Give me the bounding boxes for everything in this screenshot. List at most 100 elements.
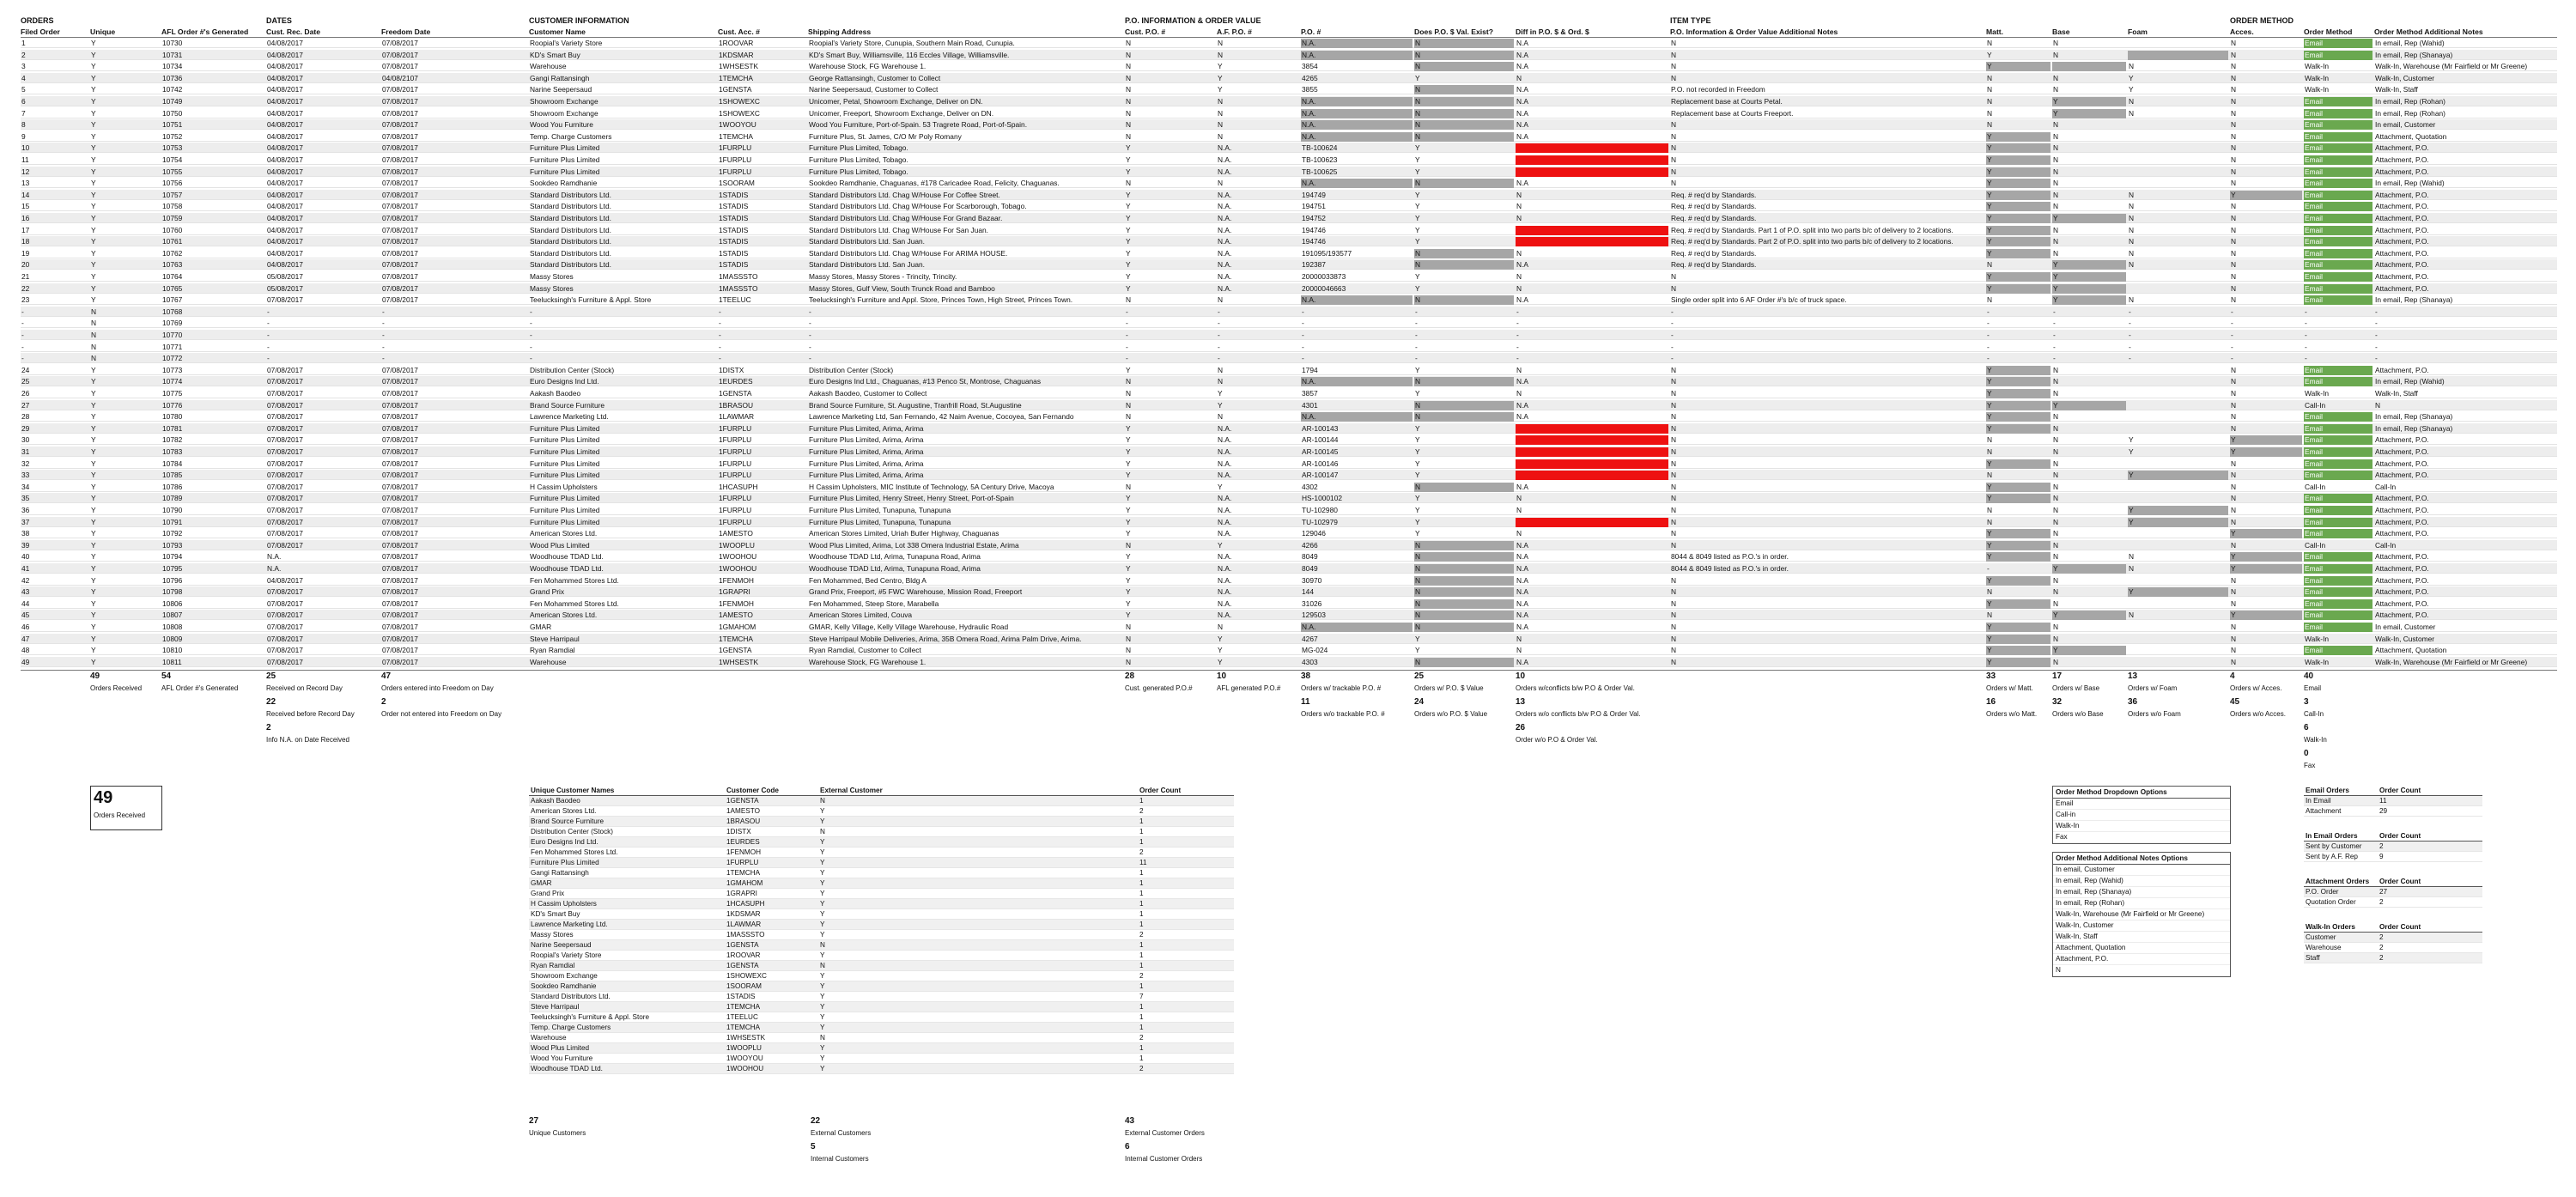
table-cell[interactable]: - xyxy=(2053,319,2056,328)
table-cell[interactable]: Standard Distributors Ltd. xyxy=(530,260,611,270)
table-cell[interactable]: 1MASSSTO xyxy=(719,283,758,293)
table-cell[interactable]: N xyxy=(2231,657,2237,666)
table-cell[interactable]: 10783 xyxy=(162,447,183,456)
table-cell[interactable]: Y xyxy=(1415,283,1420,293)
table-cell[interactable]: 11 xyxy=(2378,795,2482,806)
table-cell[interactable]: Y xyxy=(91,295,96,305)
table-cell[interactable]: Y xyxy=(818,1012,1138,1023)
table-cell[interactable]: Y xyxy=(1415,389,1420,398)
table-cell[interactable]: Y xyxy=(91,237,96,246)
table-cell[interactable]: 1 xyxy=(1138,898,1234,909)
table-cell[interactable]: Teelucksingh's Furniture & Appl. Store xyxy=(529,1012,725,1023)
table-cell[interactable]: N xyxy=(2129,552,2135,562)
table-cell[interactable]: KD's Smart Buy xyxy=(530,50,580,59)
table-cell[interactable]: Attachment, P.O. xyxy=(2375,202,2429,211)
table-cell[interactable]: N xyxy=(818,1032,1138,1043)
table-cell[interactable]: Attachment, P.O. xyxy=(2375,587,2429,597)
table-cell[interactable]: N xyxy=(1414,108,1514,118)
table-cell[interactable]: N xyxy=(1516,529,1522,538)
table-cell[interactable]: Y xyxy=(91,377,96,386)
table-cell[interactable]: 10807 xyxy=(162,611,183,620)
table-cell[interactable]: Email xyxy=(2304,412,2372,422)
table-cell[interactable]: N xyxy=(1414,598,1514,609)
table-cell[interactable]: 43 xyxy=(21,587,30,597)
table-cell[interactable]: 144 xyxy=(1302,587,1314,597)
table-cell[interactable]: N xyxy=(1414,260,1514,270)
table-cell[interactable]: 10773 xyxy=(162,365,183,374)
table-cell[interactable]: N xyxy=(2129,260,2135,270)
table-cell[interactable]: 1WOOHOU xyxy=(719,552,757,562)
table-cell[interactable]: Y xyxy=(2129,85,2134,94)
table-cell[interactable]: Y xyxy=(91,471,96,480)
table-cell[interactable]: 10796 xyxy=(162,575,183,585)
table-cell[interactable]: Y xyxy=(1986,540,2050,550)
table-cell[interactable]: N xyxy=(2231,131,2237,141)
table-cell[interactable]: 47 xyxy=(21,634,30,643)
table-cell[interactable]: Warehouse Stock, FG Warehouse 1. xyxy=(809,62,927,71)
table-cell[interactable]: Brand Source Furniture xyxy=(529,816,725,827)
table-cell[interactable]: 07/08/2017 xyxy=(382,120,418,130)
table-cell[interactable]: Fen Mohammed Stores Ltd. xyxy=(530,575,619,585)
table-cell[interactable]: Euro Designs Ind Ltd. xyxy=(529,836,725,848)
table-cell[interactable]: N xyxy=(1414,412,1514,422)
table-cell[interactable]: H Cassim Upholsters xyxy=(529,898,725,909)
table-cell[interactable]: Attachment, P.O. xyxy=(2375,143,2429,153)
table-cell[interactable]: Gangi Rattansingh xyxy=(529,867,725,878)
table-cell[interactable]: N xyxy=(818,795,1138,806)
table-cell[interactable]: Email xyxy=(2304,131,2372,142)
table-cell[interactable]: American Stores Ltd. xyxy=(530,529,598,538)
table-cell[interactable]: In email, Rep (Wahid) xyxy=(2375,377,2445,386)
table-cell[interactable]: 10792 xyxy=(162,529,183,538)
table-cell[interactable]: - xyxy=(1516,307,1519,316)
table-cell[interactable]: 14 xyxy=(21,190,30,199)
table-cell[interactable]: 04/08/2017 xyxy=(267,248,303,258)
table-cell[interactable]: Y xyxy=(2230,552,2302,562)
table-cell[interactable]: GMAR xyxy=(529,878,725,889)
column-header[interactable]: Cust. Acc. # xyxy=(718,27,760,36)
table-cell[interactable]: N xyxy=(2053,634,2059,643)
table-cell[interactable]: 17 xyxy=(21,225,30,234)
table-cell[interactable]: 27 xyxy=(21,400,30,410)
table-cell[interactable]: Y xyxy=(2128,517,2228,527)
table-cell[interactable]: Y xyxy=(2052,260,2126,270)
table-cell[interactable]: N.A xyxy=(1516,377,1528,386)
table-cell[interactable]: Y xyxy=(818,991,1138,1002)
table-cell[interactable]: 10752 xyxy=(162,131,183,141)
table-cell[interactable]: N.A. xyxy=(1218,506,1232,514)
table-cell[interactable] xyxy=(2128,623,2228,632)
table-cell[interactable]: - xyxy=(382,319,385,328)
table-cell[interactable]: 04/08/2017 xyxy=(267,73,303,82)
table-cell[interactable]: 07/08/2017 xyxy=(267,494,303,503)
table-cell[interactable]: N.A. xyxy=(1301,377,1413,387)
table-cell[interactable]: 1SOORAM xyxy=(725,981,818,992)
table-cell[interactable]: Y xyxy=(1415,272,1420,281)
table-cell[interactable]: Y xyxy=(1218,389,1223,398)
table-cell[interactable]: - xyxy=(21,331,24,339)
table-cell[interactable]: N.A. xyxy=(1218,202,1232,211)
table-cell[interactable]: N xyxy=(1126,50,1132,59)
table-cell[interactable]: 1FURPLU xyxy=(719,517,752,526)
table-cell[interactable]: 07/08/2017 xyxy=(382,634,418,643)
table-cell[interactable]: Y xyxy=(1415,190,1420,199)
table-cell[interactable]: Y xyxy=(1126,564,1131,573)
table-cell[interactable]: - xyxy=(530,331,532,339)
column-header[interactable]: P.O. # xyxy=(1301,27,1321,36)
table-cell[interactable]: - xyxy=(530,342,532,351)
table-cell[interactable]: N.A xyxy=(1516,400,1528,410)
table-cell[interactable] xyxy=(2128,167,2228,177)
table-cell[interactable]: Y xyxy=(1986,237,2050,247)
table-cell[interactable]: 1GMAHOM xyxy=(725,878,818,889)
table-cell[interactable]: Furniture Plus Limited xyxy=(530,494,600,503)
table-cell[interactable]: N xyxy=(1671,143,1677,153)
table-cell[interactable]: 1LAWMAR xyxy=(719,412,755,422)
table-cell[interactable]: Y xyxy=(1126,506,1131,514)
table-cell[interactable]: 2 xyxy=(21,50,26,59)
table-cell[interactable]: Attachment, P.O. xyxy=(2375,447,2429,456)
table-cell[interactable]: N xyxy=(1126,540,1132,550)
table-cell[interactable]: Y xyxy=(1126,494,1131,503)
table-cell[interactable]: 21 xyxy=(21,272,30,281)
table-cell[interactable]: 04/08/2017 xyxy=(267,179,303,188)
table-cell[interactable]: N xyxy=(2053,73,2059,82)
